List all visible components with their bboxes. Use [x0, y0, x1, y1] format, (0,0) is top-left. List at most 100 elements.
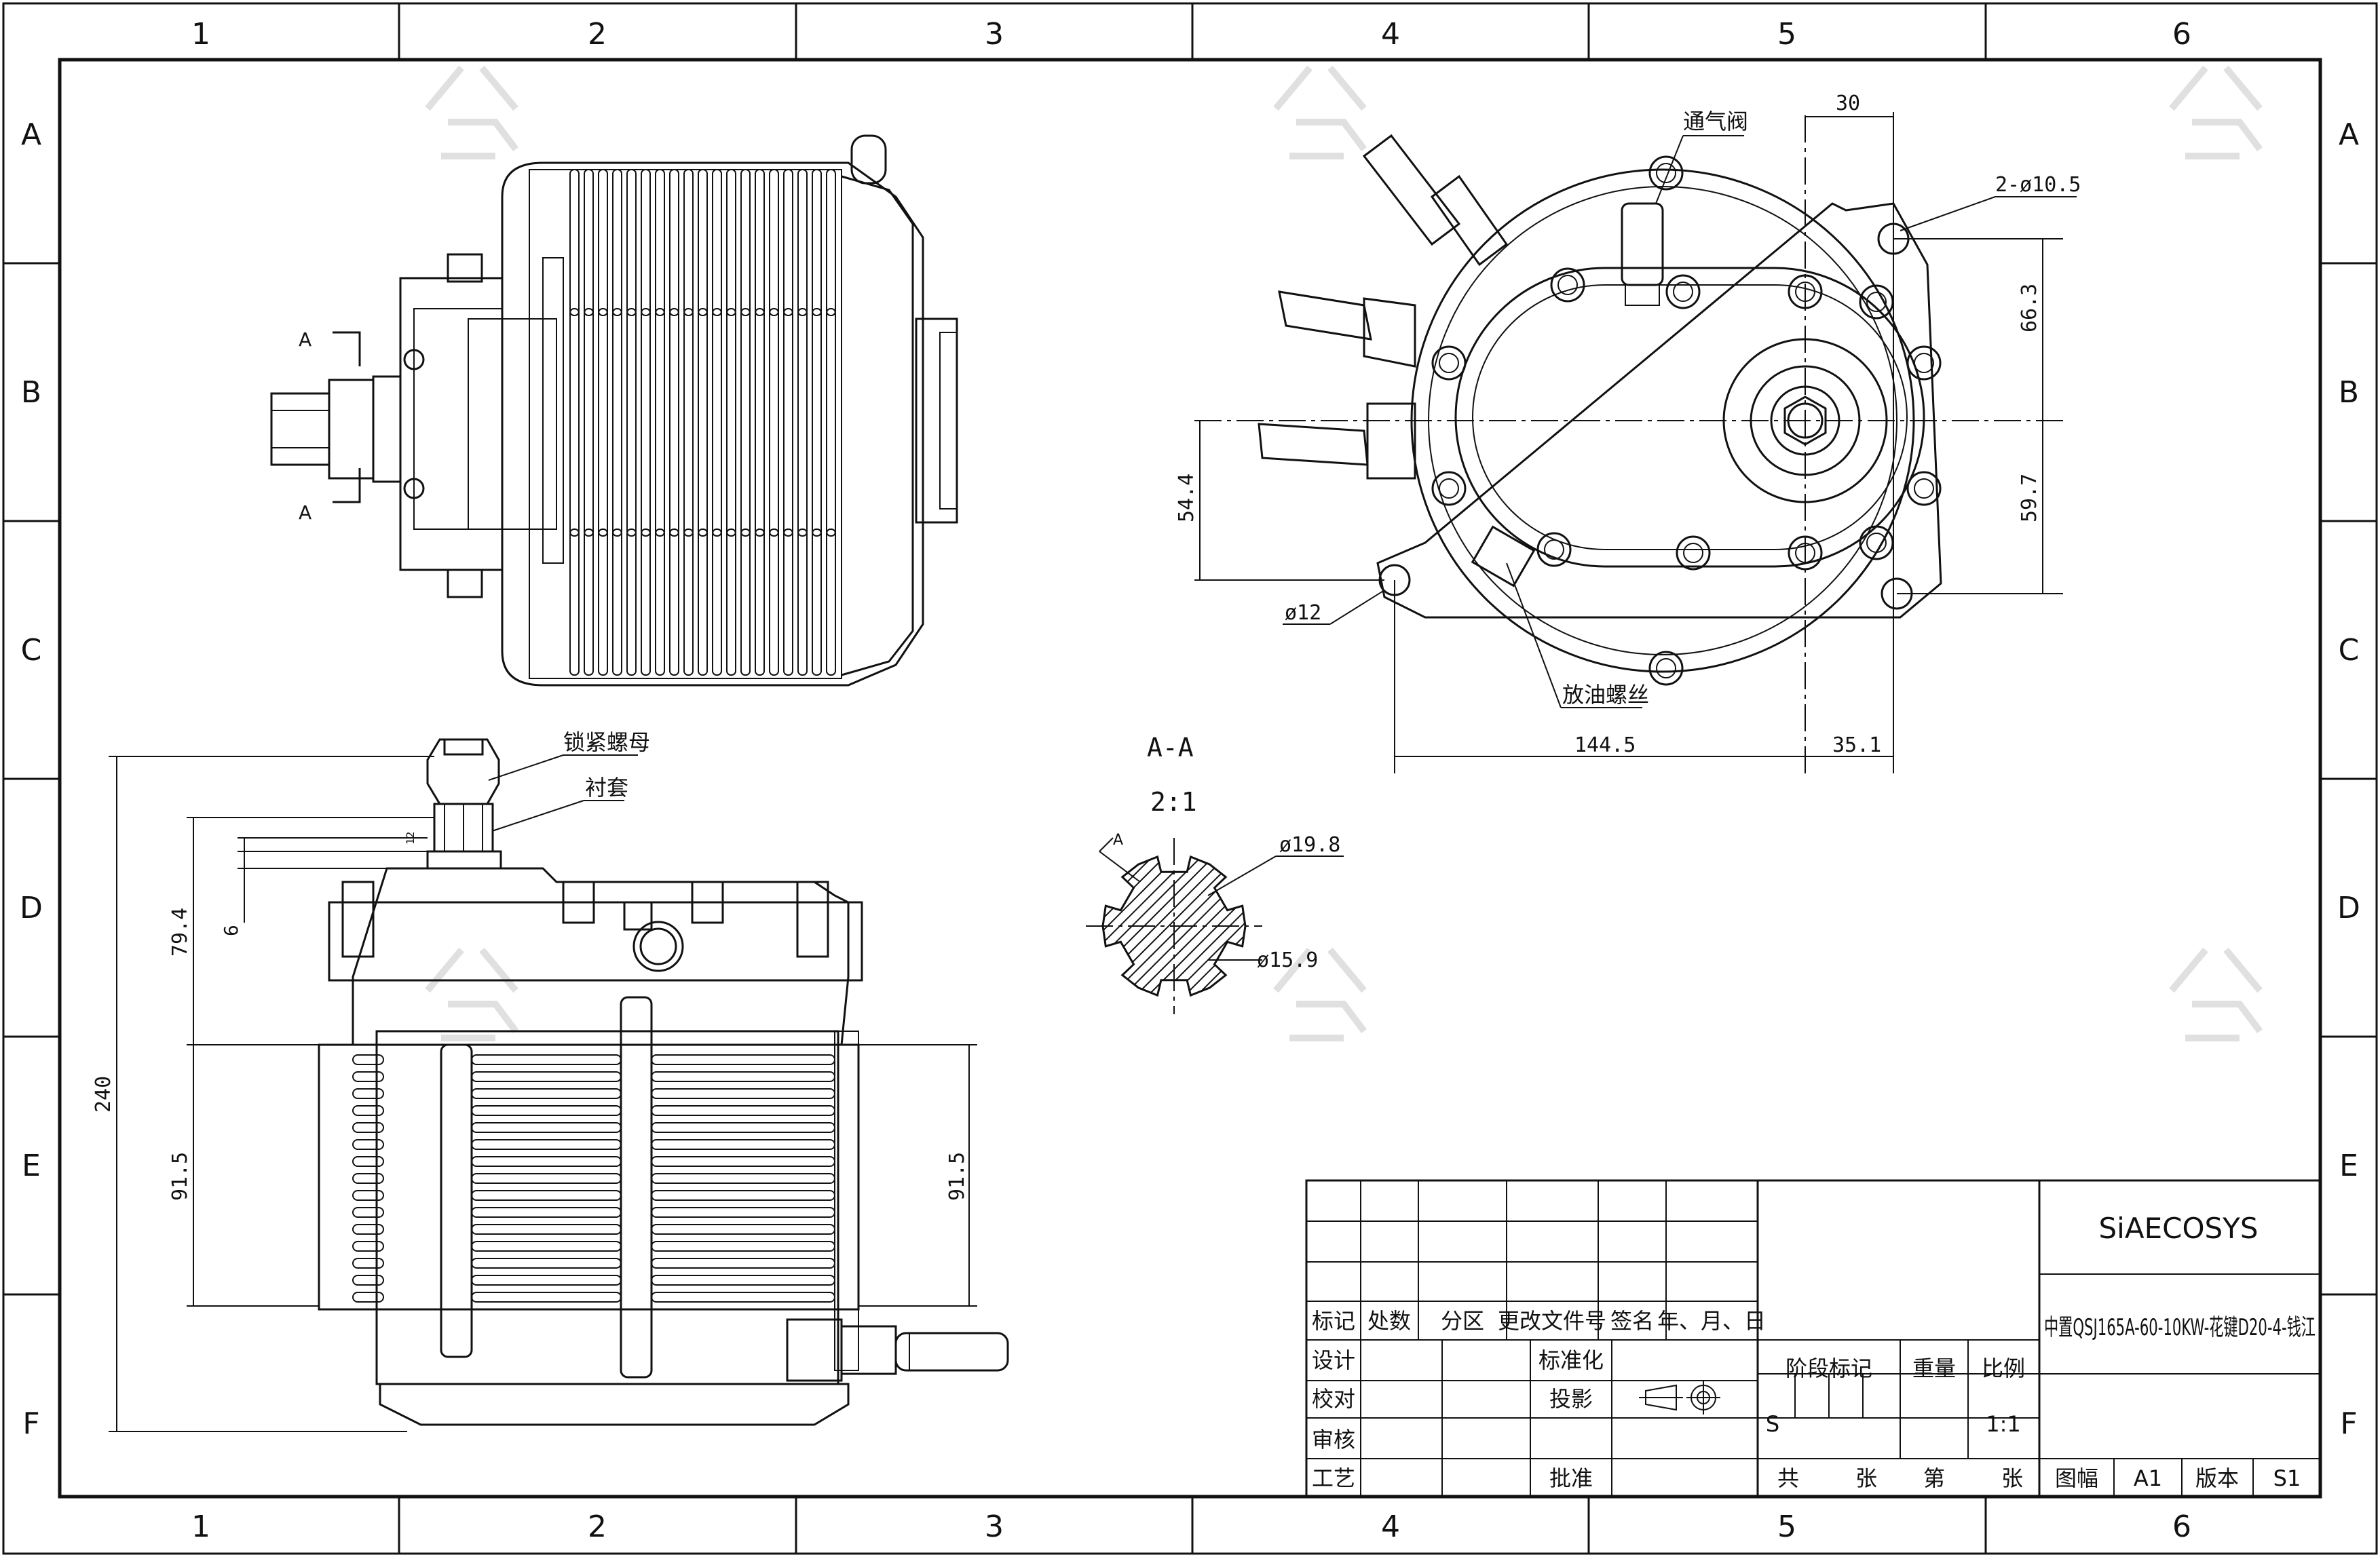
- dim-dia-15-9: ø15.9: [1208, 948, 1318, 972]
- svg-text:ø12: ø12: [1285, 601, 1321, 625]
- tb-role-process: 工艺: [1312, 1465, 1355, 1491]
- watermark-logo-group: [425, 65, 2263, 1041]
- front-cover: [399, 277, 504, 571]
- cable-gland-top: [1362, 134, 1509, 267]
- tb-drawing-name: 中置QSJ165A-60-10KW-花键D20-4-钱江: [2044, 1314, 2316, 1341]
- oil-filler-cap: [632, 921, 684, 972]
- cooling-fins: [352, 996, 859, 1379]
- zone-col-3-top: 3: [985, 17, 1004, 52]
- dim-91-5-left: 91.5: [168, 1044, 319, 1307]
- tb-role-check: 校对: [1312, 1386, 1355, 1412]
- zone-row-b-right: B: [2339, 375, 2359, 410]
- watermark-logo-icon: [1273, 65, 1367, 159]
- svg-text:91.5: 91.5: [945, 1152, 969, 1201]
- zone-row-d-right: D: [2337, 891, 2360, 925]
- motor-body: [318, 1043, 860, 1311]
- watermark-logo-icon: [425, 947, 518, 1041]
- zone-row-e-right: E: [2339, 1149, 2358, 1183]
- dim-6: 6: [220, 838, 428, 936]
- tb-header-signature: 签名: [1610, 1308, 1654, 1334]
- tb-header-change-doc: 更改文件号: [1498, 1308, 1606, 1334]
- svg-text:79.4: 79.4: [168, 908, 192, 957]
- dim-54-4: 54.4: [1175, 421, 1384, 581]
- svg-text:30: 30: [1836, 92, 1860, 115]
- callout-lock-nut: 锁紧螺母: [488, 729, 650, 781]
- output-tube: [786, 1318, 1009, 1382]
- tb-header-date: 年、月、日: [1657, 1308, 1766, 1334]
- drain-plug: [1471, 525, 1536, 588]
- svg-text:12: 12: [404, 832, 417, 845]
- end-cover-plate: [1454, 267, 1925, 568]
- zone-row-a-left: A: [21, 117, 41, 152]
- cover-bosses: [341, 881, 829, 958]
- tb-header-mark: 标记: [1312, 1308, 1355, 1334]
- tb-company: SiAECOSYS: [2099, 1212, 2259, 1245]
- zone-row-f-left: F: [22, 1406, 39, 1441]
- svg-text:锁紧螺母: 锁紧螺母: [563, 729, 650, 755]
- zone-row-c-left: C: [21, 633, 42, 668]
- shaft-collar: [328, 379, 375, 480]
- tb-sheets-label: 张: [1855, 1465, 1877, 1491]
- tb-header-count: 处数: [1367, 1308, 1411, 1334]
- tb-stage-value: S: [1766, 1411, 1779, 1437]
- watermark-logo-icon: [425, 65, 518, 159]
- tb-role-review: 审核: [1312, 1427, 1355, 1453]
- cable-gland-middle: [1278, 290, 1416, 368]
- zone-col-4-top: 4: [1381, 17, 1400, 52]
- dim-91-5-right: 91.5: [858, 1044, 977, 1307]
- watermark-logo-icon: [1273, 947, 1367, 1041]
- tb-standardize: 标准化: [1538, 1347, 1604, 1373]
- bottom-view: 240 79.4 6 12 91.5 91.5: [92, 729, 1009, 1432]
- watermark-logo-icon: [2169, 65, 2263, 159]
- svg-text:91.5: 91.5: [168, 1152, 192, 1201]
- shaft-nut: [270, 392, 330, 466]
- zone-col-1-top: 1: [191, 17, 210, 52]
- callout-drain-screw: 放油螺丝: [1506, 562, 1649, 708]
- cable-gland-lower: [1258, 402, 1416, 480]
- svg-text:144.5: 144.5: [1574, 733, 1636, 757]
- tb-version-label: 版本: [2195, 1465, 2239, 1491]
- vent-nub: [850, 134, 887, 185]
- zone-row-e-left: E: [22, 1149, 41, 1183]
- dim-dia-19-8: ø19.8: [1207, 833, 1344, 896]
- svg-text:54.4: 54.4: [1175, 474, 1198, 522]
- svg-text:A: A: [299, 328, 311, 351]
- tb-sheet-label: 张: [2001, 1465, 2023, 1491]
- tb-sheet-size-label: 图幅: [2055, 1465, 2098, 1491]
- zone-col-6-bottom: 6: [2172, 1510, 2191, 1544]
- svg-text:A: A: [1113, 832, 1123, 849]
- zone-col-3-bottom: 3: [985, 1510, 1004, 1544]
- svg-text:ø19.8: ø19.8: [1279, 833, 1340, 857]
- tb-ratio-value: 1:1: [1986, 1411, 2021, 1437]
- zone-col-1-bottom: 1: [191, 1510, 210, 1544]
- vent-valve: [1621, 202, 1664, 306]
- tb-approve: 批准: [1549, 1465, 1593, 1491]
- svg-text:6: 6: [220, 925, 242, 936]
- dim-79-4: 79.4: [168, 817, 434, 1045]
- tb-projection: 投影: [1549, 1386, 1593, 1412]
- svg-text:放油螺丝: 放油螺丝: [1562, 682, 1649, 708]
- cover-bolts: [1431, 155, 1942, 686]
- tb-header-zone: 分区: [1441, 1308, 1484, 1334]
- zone-col-5-bottom: 5: [1777, 1510, 1796, 1544]
- svg-text:59.7: 59.7: [2018, 474, 2041, 522]
- section-scale: 2:1: [1150, 787, 1197, 817]
- front-view: 30 66.3 59.7 54.4 ø12 2-ø10.5: [1175, 92, 2081, 773]
- dim-holes-2-dia-10-5: 2-ø10.5: [1900, 173, 2081, 231]
- dim-66-3: 66.3: [1893, 238, 2063, 421]
- section-mark-a: A A: [299, 328, 361, 524]
- tb-stage-label: 阶段标记: [1786, 1356, 1872, 1381]
- spline-hatch: [1103, 856, 1245, 996]
- dim-dia-12: ø12: [1283, 590, 1385, 625]
- gearbox-cover: [352, 867, 850, 1046]
- tb-version: S1: [2273, 1465, 2301, 1491]
- tb-number-label: 第: [1923, 1465, 1945, 1491]
- svg-text:2-ø10.5: 2-ø10.5: [1995, 173, 2081, 197]
- zone-col-2-bottom: 2: [588, 1510, 607, 1544]
- zone-row-a-right: A: [2339, 117, 2359, 152]
- zone-row-f-right: F: [2340, 1406, 2357, 1441]
- tb-role-design: 设计: [1312, 1347, 1355, 1373]
- svg-text:ø15.9: ø15.9: [1257, 948, 1318, 972]
